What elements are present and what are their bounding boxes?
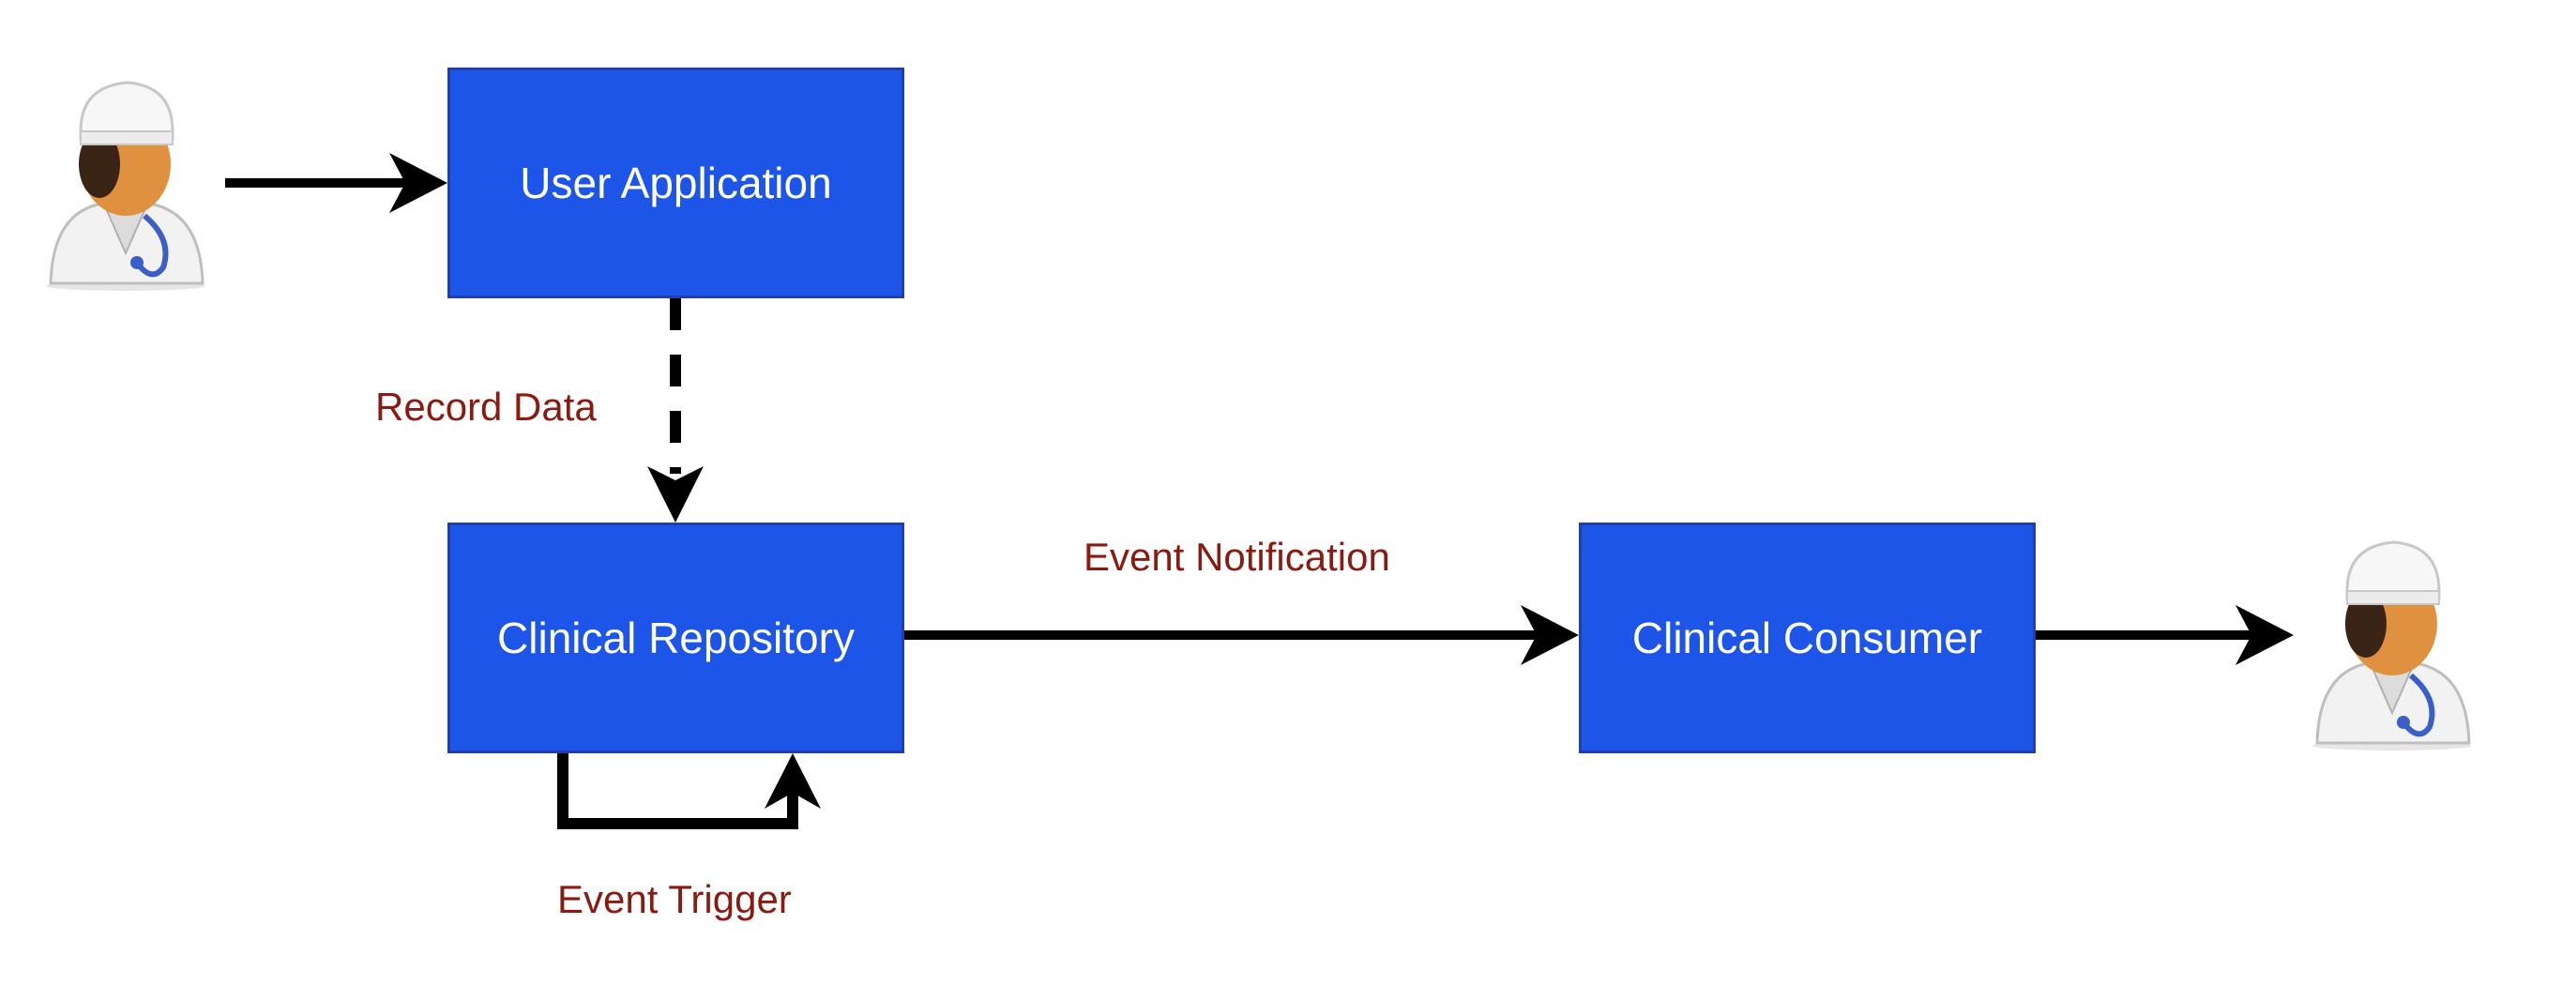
arrowhead xyxy=(2235,605,2294,665)
edge-label-event-trigger: Event Trigger xyxy=(557,877,792,921)
node-clinical-repository[interactable]: Clinical Repository xyxy=(447,523,904,753)
edge-label-record-data: Record Data xyxy=(375,385,597,429)
node-clinical-consumer[interactable]: Clinical Consumer xyxy=(1579,523,2036,753)
node-label: Clinical Repository xyxy=(497,614,855,662)
node-label: Clinical Consumer xyxy=(1631,614,1983,662)
arrowhead xyxy=(1521,605,1579,665)
node-user-application[interactable]: User Application xyxy=(447,68,904,298)
node-label: User Application xyxy=(520,159,832,207)
doctor-icon xyxy=(46,81,205,291)
arrowhead xyxy=(389,153,447,213)
edge-label-event-notification: Event Notification xyxy=(1083,535,1390,579)
arrowhead xyxy=(765,753,821,809)
arrowhead xyxy=(647,466,704,523)
arrow-event-trigger-loop xyxy=(557,753,798,829)
doctor-icon xyxy=(2312,540,2472,750)
